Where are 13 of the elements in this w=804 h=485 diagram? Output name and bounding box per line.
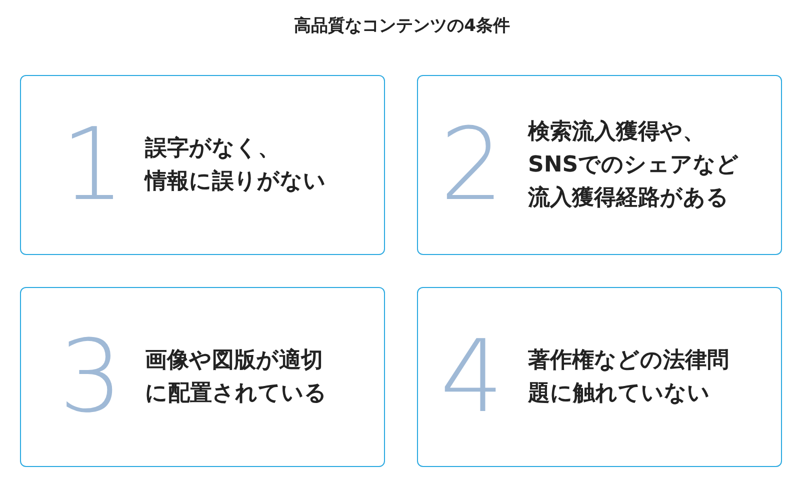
content-card (417, 287, 782, 467)
diagram-title: 高品質なコンテンツの4条件 (294, 15, 510, 37)
card-text: 著作権などの法律問題に触れていない (528, 347, 730, 408)
card-text: 検索流入獲得や、SNSでのシェアなど流入獲得経路がある (528, 118, 740, 212)
card-text: 画像や図版が適切に配置されている (145, 346, 327, 408)
step-number: 4 (440, 327, 504, 427)
step-number: 1 (61, 115, 125, 215)
content-card (417, 75, 782, 255)
step-number: 3 (59, 327, 123, 427)
content-card (20, 287, 385, 467)
content-card (20, 75, 385, 255)
card-text: 誤字がなく、情報に誤りがない (145, 134, 327, 196)
step-number: 2 (440, 115, 504, 215)
